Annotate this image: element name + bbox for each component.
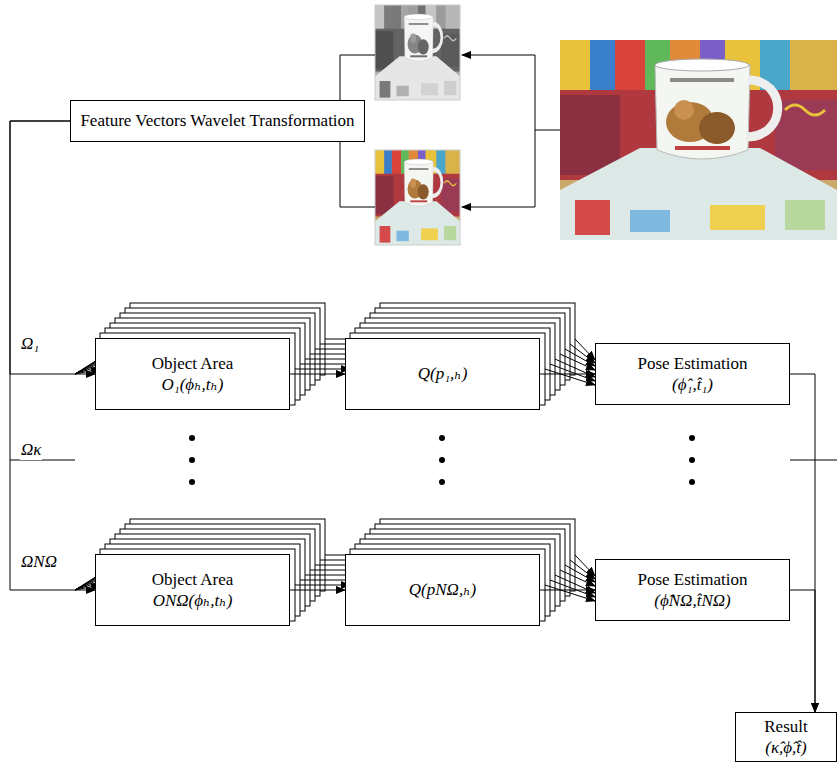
quality-box: Q(pNΩ,ₕ) [345,554,540,626]
pose-box: Pose Estimation(ϕ̂₁,t̂₁) [595,343,790,405]
connector-arrow [10,121,95,374]
box-label: Pose Estimation [637,569,747,590]
result-box: Result(κ̂,ϕ̂,t̂) [735,712,837,762]
object-area-box: Object AreaO₁(ϕₕ,tₕ) [95,338,290,410]
quality-box: Q(p₁,ₕ) [345,338,540,410]
formula-text: (ϕ̂NΩ,t̂NΩ) [654,590,730,611]
object-area-box: Object AreaONΩ(ϕₕ,tₕ) [95,554,290,626]
formula-text: (κ̂,ϕ̂,t̂) [765,737,807,758]
box-label: Result [764,716,807,737]
connector-arrow [790,374,815,712]
branch-label: Ωκ [20,440,42,460]
connector-arrow [790,590,815,712]
connector-arrow [10,121,95,590]
formula-text: O₁(ϕₕ,tₕ) [162,374,224,395]
branch-label: ΩNΩ [20,552,58,572]
transform-box: Feature Vectors Wavelet Transformation [70,100,365,142]
box-label: Q(p₁,ₕ) [418,363,468,384]
box-label: Feature Vectors Wavelet Transformation [80,110,354,131]
connector-arrow [540,374,595,375]
connector-arrow [540,590,595,591]
box-label: Q(pNΩ,ₕ) [409,579,476,600]
formula-text: ONΩ(ϕₕ,tₕ) [153,590,233,611]
pose-box: Pose Estimation(ϕ̂NΩ,t̂NΩ) [595,559,790,621]
formula-text: (ϕ̂₁,t̂₁) [672,374,713,395]
connector-arrow [290,374,345,375]
box-label: Object Area [152,569,234,590]
box-label: Pose Estimation [637,353,747,374]
branch-label: Ω₁ [20,334,40,354]
box-label: Object Area [152,353,234,374]
connector-arrow [290,590,345,591]
